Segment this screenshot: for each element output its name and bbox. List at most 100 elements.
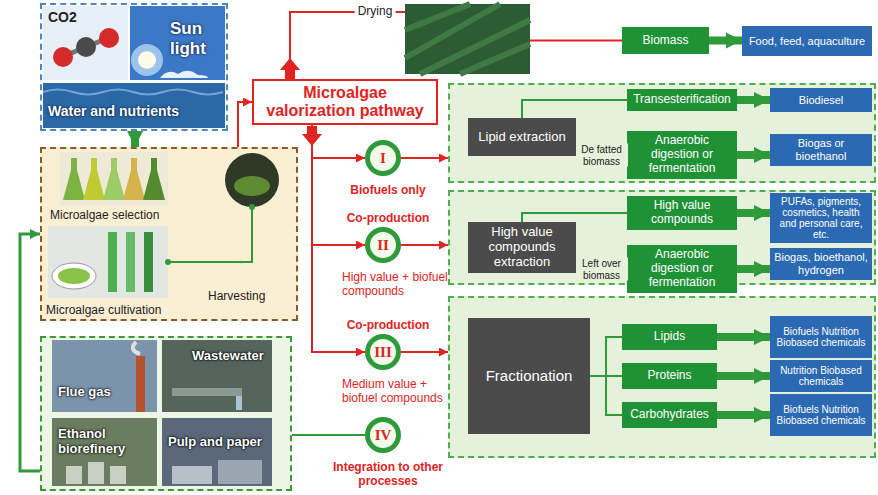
product-box: Biogas or bioethanol	[770, 134, 872, 166]
node-text: Harvesting	[208, 289, 288, 303]
node-text: Biofuels Nutrition Biobased chemicals	[774, 404, 868, 426]
pathway-circle: IBiofuels only	[365, 140, 401, 176]
node-text: Ethanol biorefinery	[58, 426, 148, 456]
node-text: Food, feed, aquaculture	[746, 35, 868, 48]
cultivation-group: Microalgae selectionMicroalgae cultivati…	[40, 147, 298, 321]
pond	[52, 263, 96, 289]
process-box: Lipid extraction	[468, 118, 576, 156]
product-box: Biofuels Nutrition Biobased chemicals	[770, 394, 872, 436]
biomass-photo	[405, 4, 530, 74]
flask	[123, 158, 145, 200]
pathway-circle: Co-productionIIHigh value + biofuel comp…	[365, 227, 401, 263]
node-text: Biodiesel	[774, 94, 868, 107]
connector	[737, 151, 770, 159]
product-box: Nutrition Biobased chemicals	[770, 360, 872, 392]
cloud	[160, 71, 208, 78]
smoke	[133, 342, 140, 354]
oxygen-atom	[53, 47, 73, 67]
node-text: Anaerobic digestion or fermentation	[631, 134, 733, 175]
node-text: Co-production	[328, 211, 448, 225]
integration-group: Flue gas WastewaterEthanol biorefinery Pul…	[40, 336, 292, 491]
connector	[401, 244, 448, 246]
mill-building	[218, 460, 262, 484]
node-text: IV	[375, 427, 392, 444]
chimney	[136, 356, 145, 412]
node-text: Biofuels Nutrition Biobased chemicals	[774, 326, 868, 348]
node-text: High value compounds extraction	[472, 225, 572, 270]
panel-fill	[448, 83, 876, 183]
water-photo	[43, 83, 225, 128]
link-dot	[249, 204, 255, 210]
product-box: Biogas, bioethanol, hydrogen	[770, 248, 872, 280]
pathway-circle: Co-productionIIIMedium value + biofuel c…	[365, 334, 401, 370]
sky-photo	[43, 6, 128, 80]
product-box: Biodiesel	[770, 88, 872, 112]
node-text: Biogas, bioethanol, hydrogen	[774, 251, 868, 276]
process-box: High value compounds extraction	[468, 222, 576, 273]
water-stream	[236, 396, 242, 410]
node-text: Water and nutrients	[48, 103, 224, 119]
connector	[709, 37, 742, 45]
sun	[138, 51, 156, 69]
node-text: Wastewater	[192, 348, 292, 363]
process-box: Lipids	[622, 324, 717, 350]
process-box: Carbohydrates	[622, 402, 717, 428]
connector	[131, 131, 139, 147]
connector	[312, 125, 365, 352]
sun-glow	[131, 44, 163, 76]
node-text: I	[380, 150, 386, 167]
flue-gas-photo	[52, 340, 157, 412]
input-group: CO2Sun lightWater and nutrients	[40, 3, 228, 131]
node-text: Pulp and paper	[168, 434, 270, 449]
link-dot	[165, 259, 171, 265]
connector	[401, 351, 448, 353]
node-text: Lipid extraction	[472, 130, 572, 145]
pathway-panel: High value compounds extraction High valu…	[448, 190, 876, 285]
node-text: Integration to other processes	[325, 460, 451, 488]
node-text: II	[377, 237, 389, 254]
group-fill	[40, 147, 298, 321]
edge-label: Left over biomass	[576, 258, 628, 281]
storage-tank	[110, 466, 126, 484]
product-box: PUFAs, pigments, cosmetics, health and p…	[770, 193, 872, 243]
node-text: High value + biofuel compounds	[342, 270, 452, 298]
algae-culture	[58, 268, 90, 284]
process-box: Anaerobic digestion or fermentation	[627, 131, 737, 179]
node-text: PUFAs, pigments, cosmetics, health and p…	[774, 196, 868, 240]
node-text: Biogas or bioethanol	[774, 137, 868, 162]
connector	[522, 100, 627, 118]
flask	[103, 158, 125, 200]
node-text: Biofuels only	[328, 183, 448, 197]
node-text: High value compounds	[631, 199, 733, 227]
process-box: Fractionation	[468, 318, 590, 434]
panel-fill	[448, 296, 876, 458]
connector	[312, 125, 365, 158]
node-text: Transesterification	[631, 93, 733, 107]
connector	[717, 411, 770, 419]
wave	[43, 90, 223, 95]
connector	[238, 102, 252, 147]
storage-tank	[66, 466, 82, 484]
node-text: Microalgae cultivation	[46, 303, 196, 317]
node-text: Co-production	[328, 318, 448, 332]
node-text: Flue gas	[58, 384, 148, 399]
process-link	[168, 207, 252, 262]
mill-building	[172, 466, 212, 484]
connector-group	[20, 12, 770, 471]
flask	[63, 158, 85, 200]
storage-tank	[88, 462, 104, 484]
process-box: Proteins	[622, 363, 717, 389]
product-box: Biofuels Nutrition Biobased chemicals	[770, 316, 872, 358]
connector	[737, 209, 770, 217]
connector	[737, 265, 770, 273]
flask-photo	[60, 152, 168, 206]
flask	[83, 158, 105, 200]
node-text: Biomass	[626, 34, 705, 48]
flask	[143, 158, 165, 200]
photobioreactor-tube	[144, 232, 153, 292]
connector	[522, 213, 627, 222]
node-text: Carbohydrates	[626, 408, 713, 422]
